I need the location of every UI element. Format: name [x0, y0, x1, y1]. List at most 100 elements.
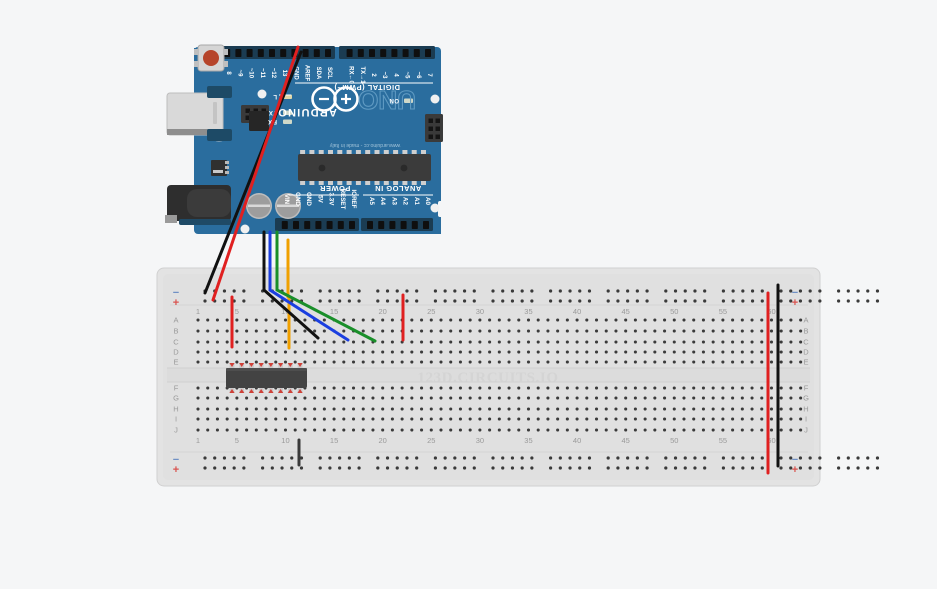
icsp-header-1[interactable]	[425, 114, 443, 142]
pin-socket[interactable]	[257, 49, 264, 57]
breadboard-hole	[616, 299, 620, 303]
breadboard-hole	[361, 396, 365, 400]
breadboard-hole	[462, 289, 467, 293]
breadboard-hole	[799, 340, 803, 344]
breadboard-hole	[565, 329, 569, 333]
breadboard-hole	[235, 340, 239, 344]
pin-socket[interactable]	[357, 49, 364, 57]
wire-red-5v-to-rail[interactable]	[211, 45, 300, 302]
breadboard-hole	[624, 407, 628, 411]
breadboard-hole	[635, 299, 639, 303]
pin-socket[interactable]	[280, 49, 287, 57]
analog-pin-label: A5	[368, 197, 375, 205]
breadboard-hole	[322, 329, 326, 333]
breadboard-hole	[462, 299, 467, 303]
pin-socket[interactable]	[391, 49, 398, 57]
pin-socket[interactable]	[346, 49, 353, 57]
breadboard-hole	[711, 329, 715, 333]
wire-layer[interactable]	[203, 45, 780, 475]
breadboard-hole	[711, 417, 715, 421]
pin-socket[interactable]	[411, 221, 418, 229]
breadboard-hole	[750, 386, 754, 390]
breadboard-hole	[488, 360, 492, 364]
pin-socket[interactable]	[423, 221, 429, 229]
breadboard-hole	[303, 360, 307, 364]
mcu-pin	[374, 150, 380, 154]
breadboard-hole	[846, 466, 850, 470]
ic-pin-tip	[258, 363, 264, 367]
usb-b-connector[interactable]	[166, 86, 232, 142]
wire-green-pin4-to-col9[interactable]	[275, 230, 377, 343]
breadboard-hole	[594, 360, 599, 364]
pin-socket[interactable]	[378, 221, 385, 229]
breadboard-hole	[429, 386, 433, 390]
breadboard-hole	[760, 386, 764, 390]
breadboard-hole	[653, 396, 657, 400]
breadboard-hole	[293, 340, 297, 344]
breadboard-hole	[458, 396, 462, 400]
breadboard-hole	[526, 386, 531, 390]
breadboard-hole	[318, 289, 322, 293]
breadboard-hole	[692, 386, 696, 390]
pin-socket[interactable]	[367, 221, 373, 229]
breadboard-hole	[264, 396, 268, 400]
pin-socket[interactable]	[246, 49, 253, 57]
ic-pin-tip	[239, 363, 245, 367]
breadboard-hole	[351, 386, 356, 390]
wire-blue-pin5-to-col8[interactable]	[268, 230, 350, 342]
pin-socket[interactable]	[389, 221, 396, 229]
breadboard-hole	[624, 329, 628, 333]
wire-black-gnd-to-rail[interactable]	[203, 50, 303, 295]
pin-socket[interactable]	[380, 49, 387, 57]
pin-socket[interactable]	[325, 49, 331, 57]
rail-marker-positive: +	[792, 464, 798, 476]
pin-socket[interactable]	[400, 221, 407, 229]
breadboard-hole	[760, 428, 764, 432]
pin-socket[interactable]	[402, 49, 409, 57]
breadboard-hole	[342, 318, 346, 322]
column-label: 30	[476, 436, 484, 445]
breadboard-hole	[318, 456, 322, 460]
dip-ic[interactable]	[226, 363, 307, 393]
breadboard-hole	[439, 318, 443, 322]
breadboard-hole	[653, 350, 657, 354]
pin-socket[interactable]	[304, 221, 311, 229]
breadboard-hole	[866, 299, 870, 303]
pin-socket[interactable]	[313, 49, 320, 57]
pin-socket[interactable]	[302, 49, 309, 57]
pin-socket[interactable]	[269, 49, 275, 57]
breadboard-holes	[196, 289, 880, 470]
reset-button[interactable]	[194, 44, 228, 72]
breadboard-hole	[390, 360, 394, 364]
breadboard-hole	[235, 417, 239, 421]
breadboard-hole	[491, 466, 495, 470]
rail-marker-negative: −	[173, 454, 179, 466]
breadboard-hole	[293, 360, 297, 364]
pin-socket[interactable]	[293, 221, 299, 229]
pin-socket[interactable]	[337, 221, 344, 229]
breadboard-hole	[245, 360, 249, 364]
breadboard-hole	[225, 318, 229, 322]
wire-black-pin6-to-col7[interactable]	[262, 230, 320, 340]
pin-socket[interactable]	[281, 221, 288, 229]
board-url-text: www.arduino.cc - made in Italy	[329, 142, 400, 148]
breadboard-hole	[299, 289, 304, 293]
column-label: 1	[196, 307, 200, 316]
pin-socket[interactable]	[315, 221, 322, 229]
digital-header-low-strip[interactable]	[339, 46, 435, 59]
breadboard-hole	[517, 396, 521, 400]
column-label: 30	[476, 307, 484, 316]
pin-socket[interactable]	[425, 49, 431, 57]
breadboard-hole	[799, 407, 803, 411]
pin-socket[interactable]	[326, 221, 333, 229]
pin-socket[interactable]	[235, 49, 242, 57]
pin-socket[interactable]	[349, 221, 355, 229]
dc-power-jack[interactable]	[165, 185, 231, 225]
breadboard-hole	[711, 360, 715, 364]
pin-socket[interactable]	[413, 49, 420, 57]
power-header-label: POWER	[320, 184, 351, 193]
breadboard-hole	[750, 318, 754, 322]
arduino-uno-board[interactable]: UNO A0A1A2A3A4A5IOREFRESET3.3V5VGNDGNDVI…	[165, 44, 446, 234]
breadboard-hole	[488, 428, 492, 432]
pin-socket[interactable]	[369, 49, 375, 57]
